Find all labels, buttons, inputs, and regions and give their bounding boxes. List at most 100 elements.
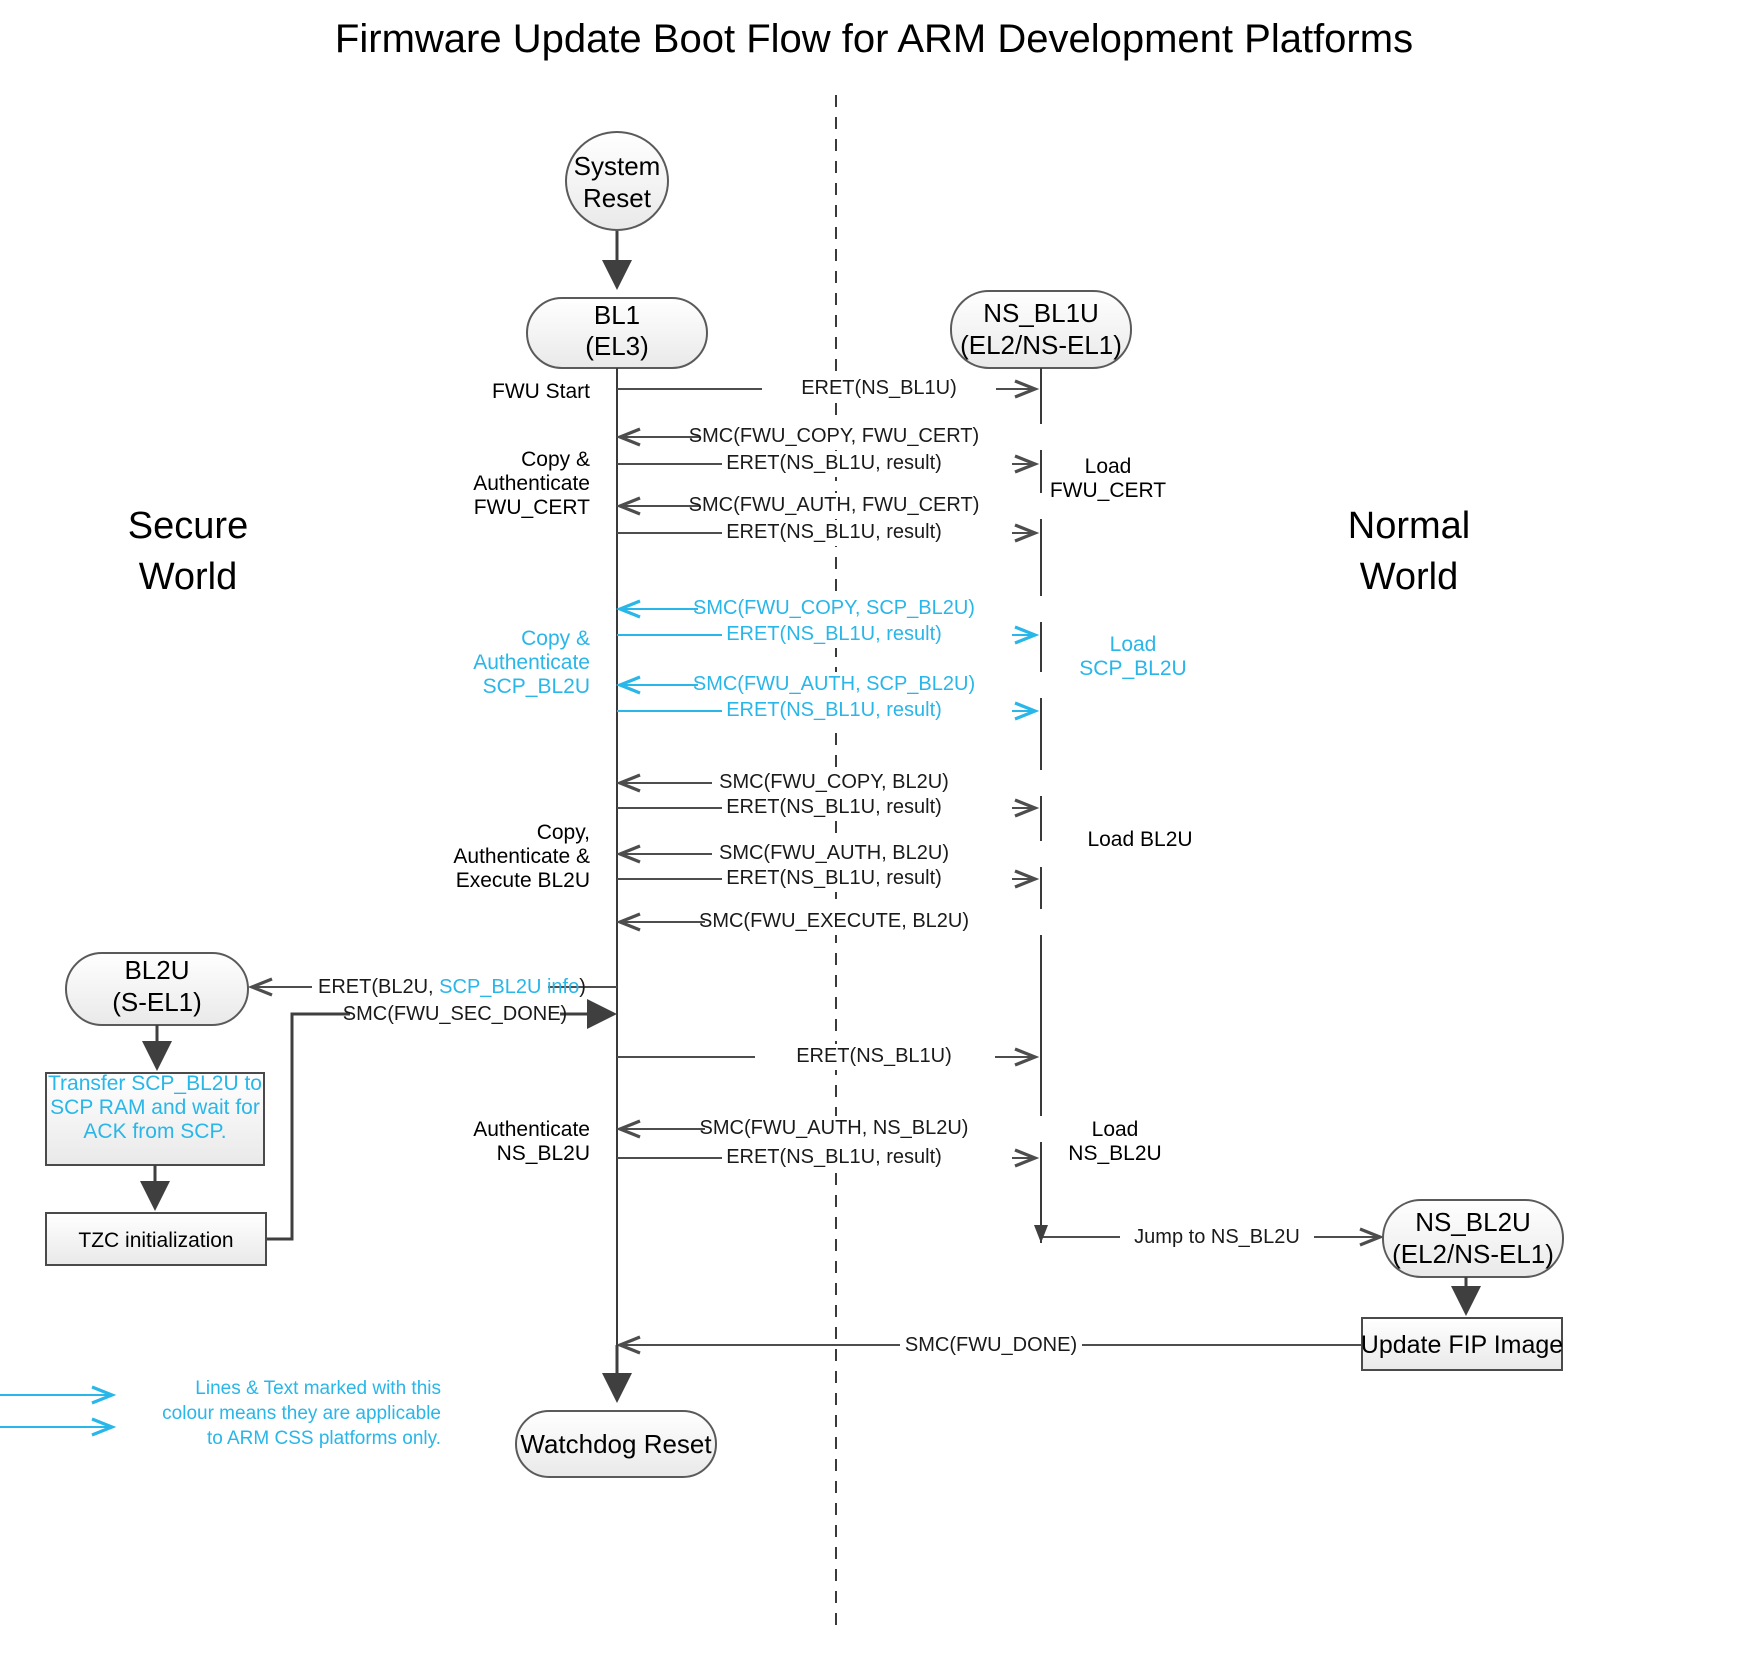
smc-fwu-done-label: SMC(FWU_DONE) (905, 1334, 1077, 1356)
ns-bl2u-line2: (EL2/NS-EL1) (1392, 1239, 1554, 1269)
node-system-reset[interactable]: System Reset (565, 131, 669, 231)
message-m17: ERET(NS_BL1U, result) (617, 1145, 1040, 1171)
copy-auth-exec-bl2u-line2: Authenticate & (453, 845, 590, 868)
copy-auth-scp-bl2u-line2: Authenticate (473, 651, 590, 674)
message-m10: SMC(FWU_COPY, BL2U) (615, 770, 1046, 796)
message-m9-label: ERET(NS_BL1U, result) (726, 699, 942, 721)
copy-auth-fwu-cert-line2: Authenticate (473, 472, 590, 495)
stage-label-copy-auth-fwu-cert: Copy & Authenticate FWU_CERT (473, 448, 590, 519)
transfer-line2: SCP RAM and wait for (50, 1096, 260, 1119)
load-ns-bl2u-line2: NS_BL2U (1068, 1142, 1161, 1165)
legend-line3: to ARM CSS platforms only. (207, 1428, 441, 1449)
copy-auth-scp-bl2u-line1: Copy & (521, 627, 590, 650)
load-fwu-cert-line2: FWU_CERT (1050, 479, 1166, 502)
auth-ns-bl2u-line1: Authenticate (473, 1118, 590, 1141)
stage-label-copy-auth-exec-bl2u: Copy, Authenticate & Execute BL2U (453, 821, 590, 892)
bl2u-line2: (S-EL1) (112, 987, 202, 1017)
normal-world-line1: Normal (1348, 505, 1470, 547)
secure-world-label: Secure World (128, 505, 248, 598)
legend-line1: Lines & Text marked with this (195, 1378, 441, 1399)
load-scp-bl2u-line2: SCP_BL2U (1079, 657, 1186, 680)
jump-ns-bl2u-label: Jump to NS_BL2U (1134, 1226, 1300, 1248)
tzc-init-label: TZC initialization (78, 1229, 233, 1252)
watchdog-reset-label: Watchdog Reset (520, 1429, 712, 1459)
node-watchdog-reset[interactable]: Watchdog Reset (515, 1410, 717, 1478)
stage-label-load-ns-bl2u: Load NS_BL2U (1068, 1118, 1161, 1165)
stage-label-load-scp-bl2u: Load SCP_BL2U (1079, 633, 1186, 680)
message-m1-label: ERET(NS_BL1U) (801, 377, 957, 399)
load-scp-bl2u-line1: Load (1110, 633, 1157, 656)
message-m15-label: ERET(NS_BL1U) (796, 1045, 952, 1067)
message-m8-label: SMC(FWU_AUTH, SCP_BL2U) (693, 673, 975, 695)
message-m6: SMC(FWU_COPY, SCP_BL2U) (615, 596, 1060, 622)
message-m6-label: SMC(FWU_COPY, SCP_BL2U) (693, 597, 975, 619)
message-m14: SMC(FWU_EXECUTE, BL2U) (615, 909, 1053, 935)
load-ns-bl2u-line1: Load (1092, 1118, 1139, 1141)
message-eret-bl2u: ERET(BL2U, SCP_BL2U info) (247, 974, 617, 1000)
system-reset-line1: System (574, 151, 661, 181)
message-m9: ERET(NS_BL1U, result) (617, 698, 1040, 724)
message-smc-fwu-sec-done: SMC(FWU_SEC_DONE) (266, 999, 617, 1241)
message-m16: SMC(FWU_AUTH, NS_BL2U) (615, 1116, 1053, 1142)
ns-bl2u-line1: NS_BL2U (1415, 1207, 1531, 1237)
node-bl1[interactable]: BL1 (EL3) (526, 297, 708, 369)
box-tzc-initialization[interactable]: TZC initialization (45, 1212, 267, 1266)
legend: Lines & Text marked with this colour mea… (0, 1378, 441, 1449)
normal-world-label: Normal World (1348, 505, 1470, 598)
copy-auth-scp-bl2u-line3: SCP_BL2U (483, 675, 590, 698)
message-m5: ERET(NS_BL1U, result) (617, 520, 1040, 546)
legend-line2: colour means they are applicable (162, 1403, 441, 1424)
message-m1: ERET(NS_BL1U) (617, 376, 1040, 402)
normal-world-line2: World (1360, 556, 1459, 598)
copy-auth-exec-bl2u-line3: Execute BL2U (456, 869, 590, 892)
stage-label-fwu-start: FWU Start (492, 380, 590, 403)
message-m11-label: ERET(NS_BL1U, result) (726, 796, 942, 818)
bl2u-line1: BL2U (124, 955, 189, 985)
transfer-line3: ACK from SCP. (83, 1120, 226, 1143)
update-fip-label: Update FIP Image (1361, 1331, 1563, 1359)
message-m12-label: SMC(FWU_AUTH, BL2U) (719, 842, 949, 864)
fwu-start-line1: FWU Start (492, 380, 590, 403)
page-title: Firmware Update Boot Flow for ARM Develo… (335, 17, 1413, 61)
message-m2-label: SMC(FWU_COPY, FWU_CERT) (689, 425, 979, 447)
bl1-line1: BL1 (594, 300, 640, 330)
eret-bl2u-prefix: ERET(BL2U, (318, 976, 439, 998)
stage-label-auth-ns-bl2u: Authenticate NS_BL2U (473, 1118, 590, 1165)
node-bl2u[interactable]: BL2U (S-EL1) (65, 952, 249, 1026)
svg-text:ERET(BL2U, SCP_BL2U info): ERET(BL2U, SCP_BL2U info) (318, 976, 586, 998)
bl1-line2: (EL3) (585, 331, 649, 361)
message-smc-fwu-done: SMC(FWU_DONE) (615, 1332, 1362, 1358)
message-m3-label: ERET(NS_BL1U, result) (726, 452, 942, 474)
node-ns-bl1u[interactable]: NS_BL1U (EL2/NS-EL1) (950, 290, 1132, 369)
message-jump-ns-bl2u: Jump to NS_BL2U (1034, 1224, 1385, 1250)
transfer-line1: Transfer SCP_BL2U to (48, 1072, 262, 1095)
message-m13-label: ERET(NS_BL1U, result) (726, 867, 942, 889)
box-update-fip-image[interactable]: Update FIP Image (1361, 1317, 1563, 1371)
node-ns-bl2u[interactable]: NS_BL2U (EL2/NS-EL1) (1382, 1199, 1564, 1278)
load-bl2u-line1: Load BL2U (1087, 828, 1192, 851)
box-transfer-scp-bl2u[interactable]: Transfer SCP_BL2U to SCP RAM and wait fo… (45, 1072, 265, 1166)
stage-label-load-bl2u: Load BL2U (1087, 828, 1192, 851)
stage-label-load-fwu-cert: Load FWU_CERT (1050, 455, 1166, 502)
auth-ns-bl2u-line2: NS_BL2U (497, 1142, 590, 1165)
message-m4-label: SMC(FWU_AUTH, FWU_CERT) (689, 494, 980, 516)
load-fwu-cert-line1: Load (1085, 455, 1132, 478)
message-m3: ERET(NS_BL1U, result) (617, 451, 1040, 477)
message-m15: ERET(NS_BL1U) (617, 1044, 1040, 1070)
system-reset-line2: Reset (583, 183, 652, 213)
copy-auth-exec-bl2u-line1: Copy, (537, 821, 590, 844)
message-m4: SMC(FWU_AUTH, FWU_CERT) (615, 493, 1058, 519)
eret-bl2u-blue: SCP_BL2U info (439, 976, 579, 998)
message-m14-label: SMC(FWU_EXECUTE, BL2U) (699, 910, 969, 932)
ns-bl1u-line2: (EL2/NS-EL1) (960, 330, 1122, 360)
message-m7: ERET(NS_BL1U, result) (617, 622, 1040, 648)
message-m11: ERET(NS_BL1U, result) (617, 795, 1040, 821)
secure-world-line2: World (139, 556, 238, 598)
eret-bl2u-suffix: ) (579, 976, 586, 998)
message-m16-label: SMC(FWU_AUTH, NS_BL2U) (700, 1117, 969, 1139)
message-m8: SMC(FWU_AUTH, SCP_BL2U) (615, 672, 1060, 698)
message-m2: SMC(FWU_COPY, FWU_CERT) (615, 424, 1058, 450)
message-m5-label: ERET(NS_BL1U, result) (726, 521, 942, 543)
secure-world-line1: Secure (128, 505, 248, 547)
